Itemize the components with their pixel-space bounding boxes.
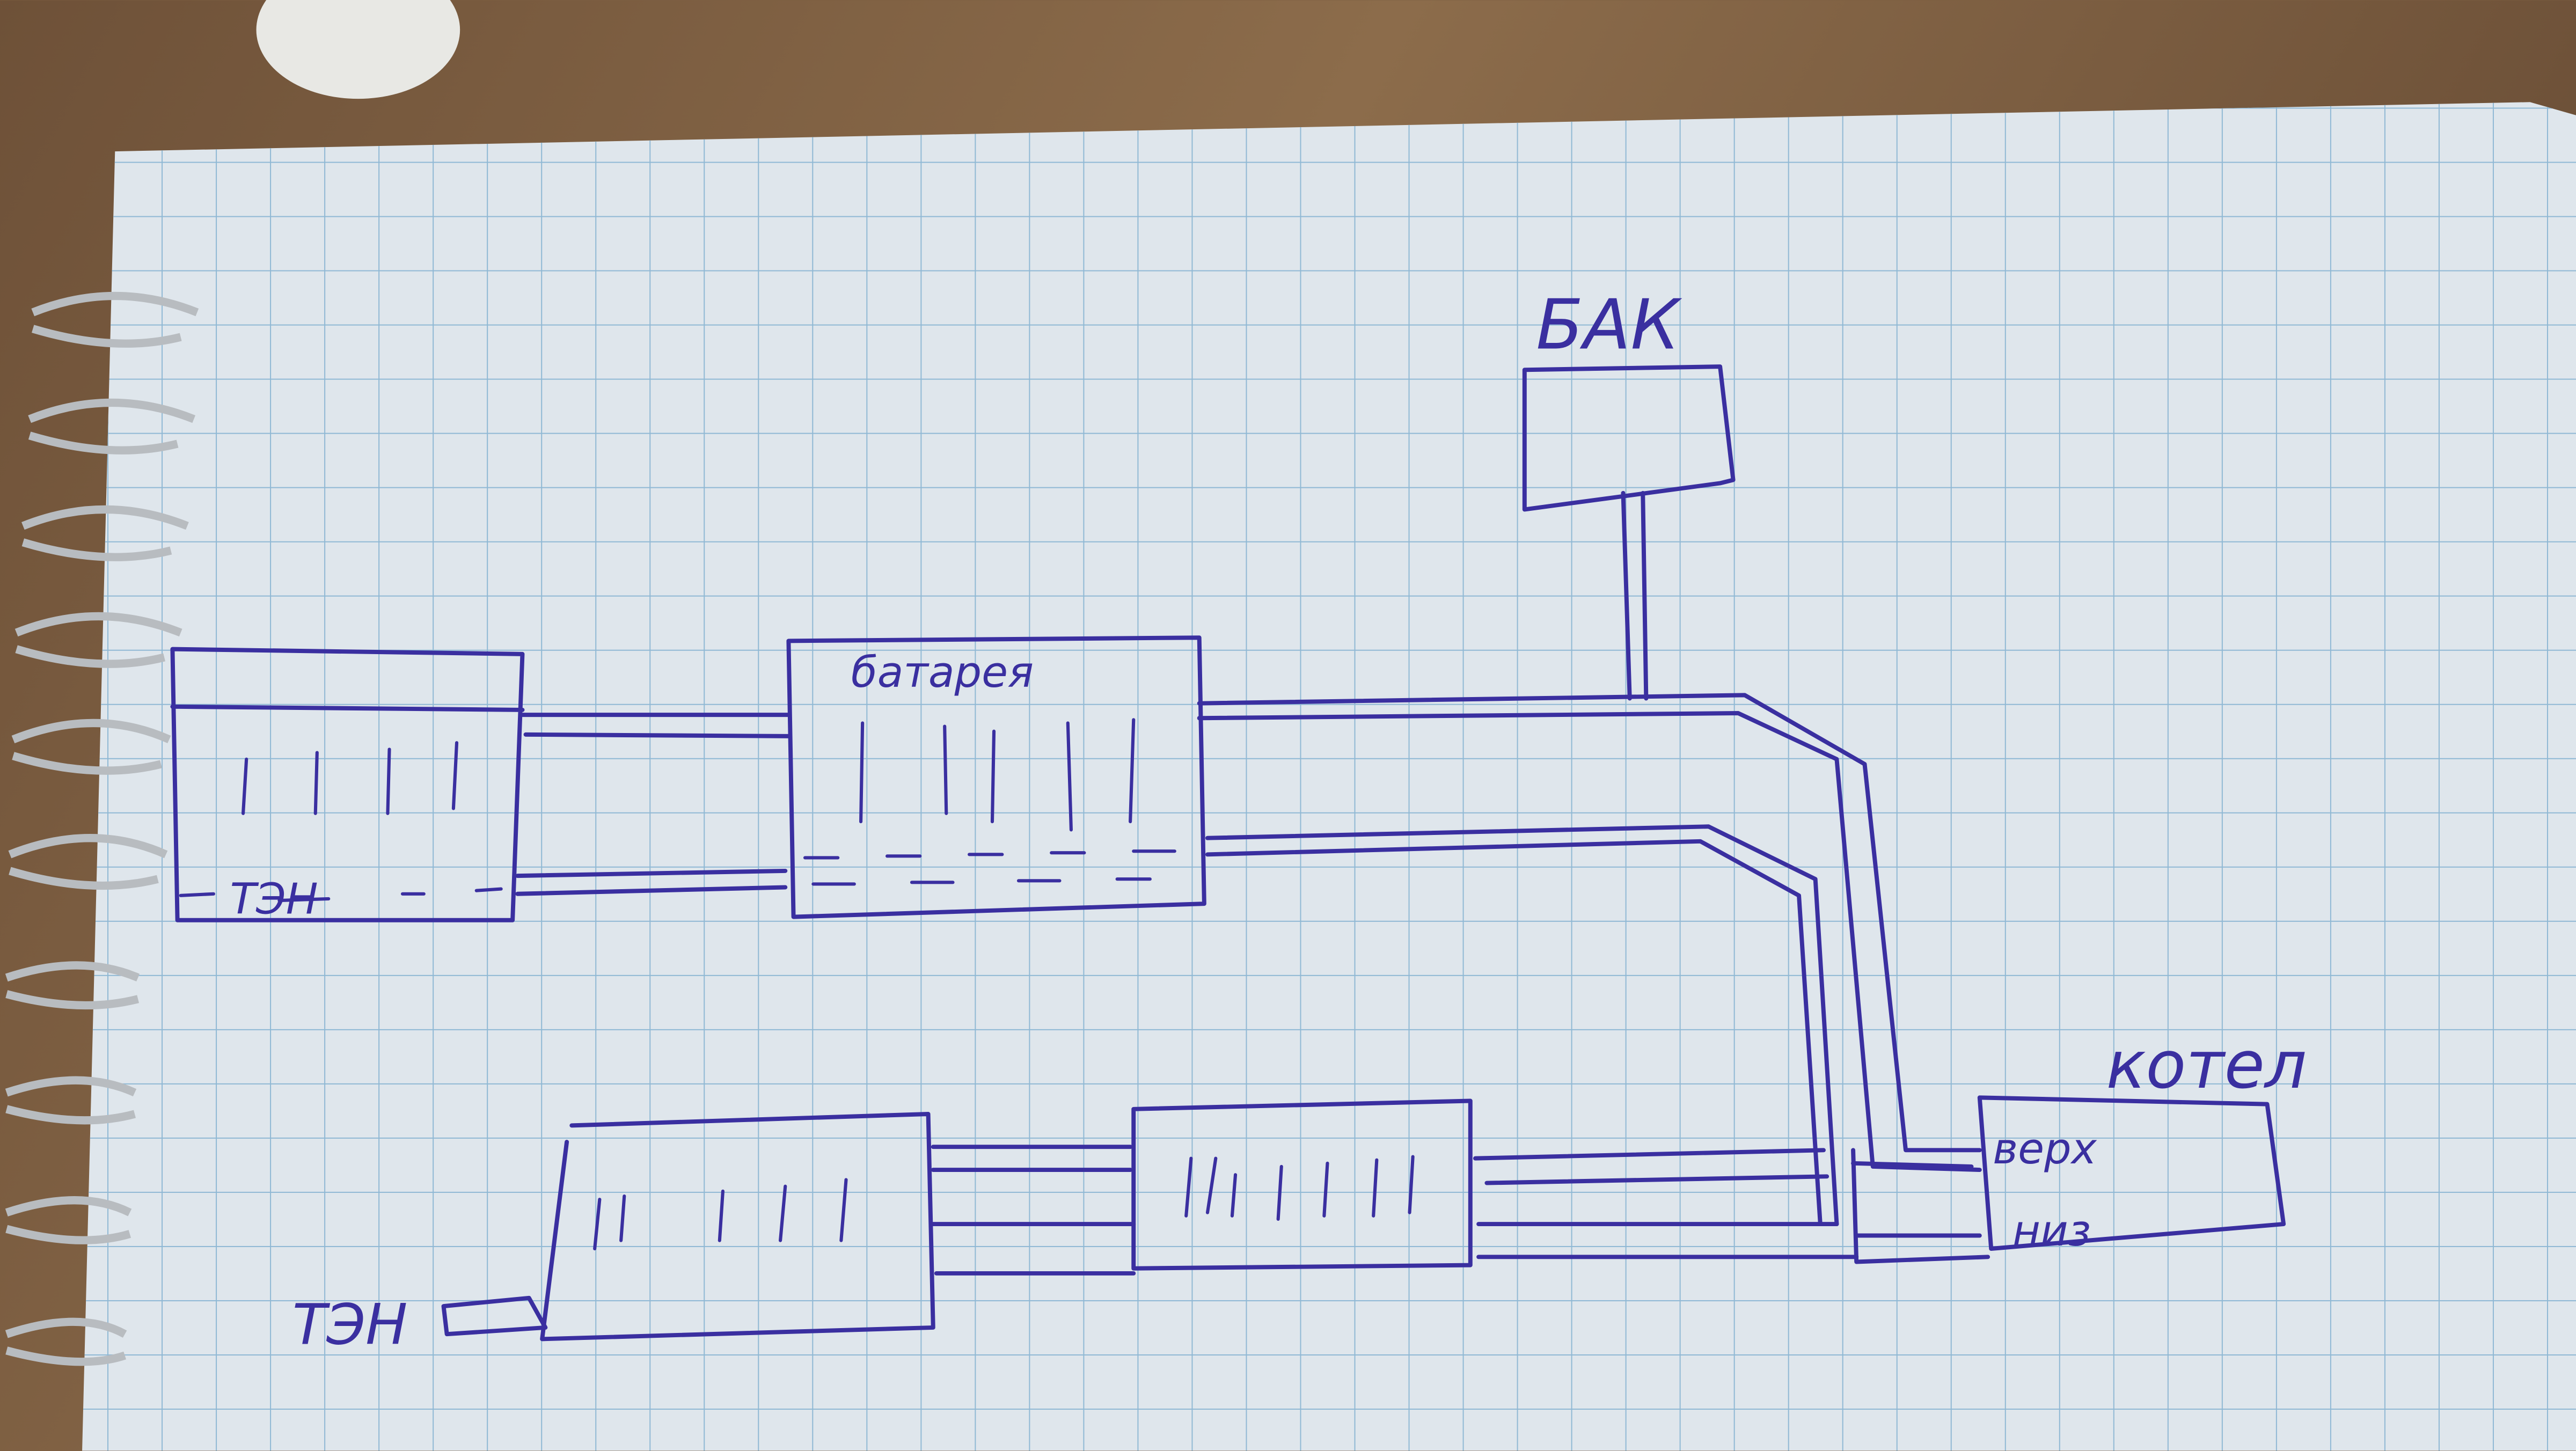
boiler-bottom-label: низ [2012, 1206, 2091, 1256]
tank-label: БАК [1536, 285, 1682, 365]
tank-pipe [1621, 490, 1649, 701]
pipe-left-bottom [515, 868, 788, 896]
heater-label-top: ТЭН [230, 874, 318, 924]
heater-bottom: ТЭН [292, 1292, 548, 1358]
radiator-center: батарея [786, 635, 1206, 919]
boiler-top-label: верх [1993, 1124, 2097, 1174]
pipe-left-top [520, 713, 791, 738]
boiler-label: котел [2106, 1027, 2307, 1103]
radiator-bottom-center [1131, 1098, 1473, 1271]
pipe-return [1205, 824, 1839, 1227]
spiral-binding [5, 291, 199, 1366]
radiator-left: ТЭН [170, 647, 525, 924]
radiator-bottom-left [540, 1112, 935, 1342]
radiator-label: батарея [851, 647, 1034, 697]
mug [256, 0, 460, 99]
tank: БАК [1522, 285, 1736, 512]
pipe-bottom-right [1473, 1148, 1859, 1259]
boiler: котел верх низ [1977, 1027, 2307, 1256]
boiler-connector [1851, 1148, 1990, 1264]
pipe-supply [1197, 693, 1982, 1172]
paper-sheet [82, 102, 2576, 1451]
heater-label-bottom: ТЭН [292, 1292, 408, 1358]
pipe-bottom-middle [931, 1145, 1136, 1276]
